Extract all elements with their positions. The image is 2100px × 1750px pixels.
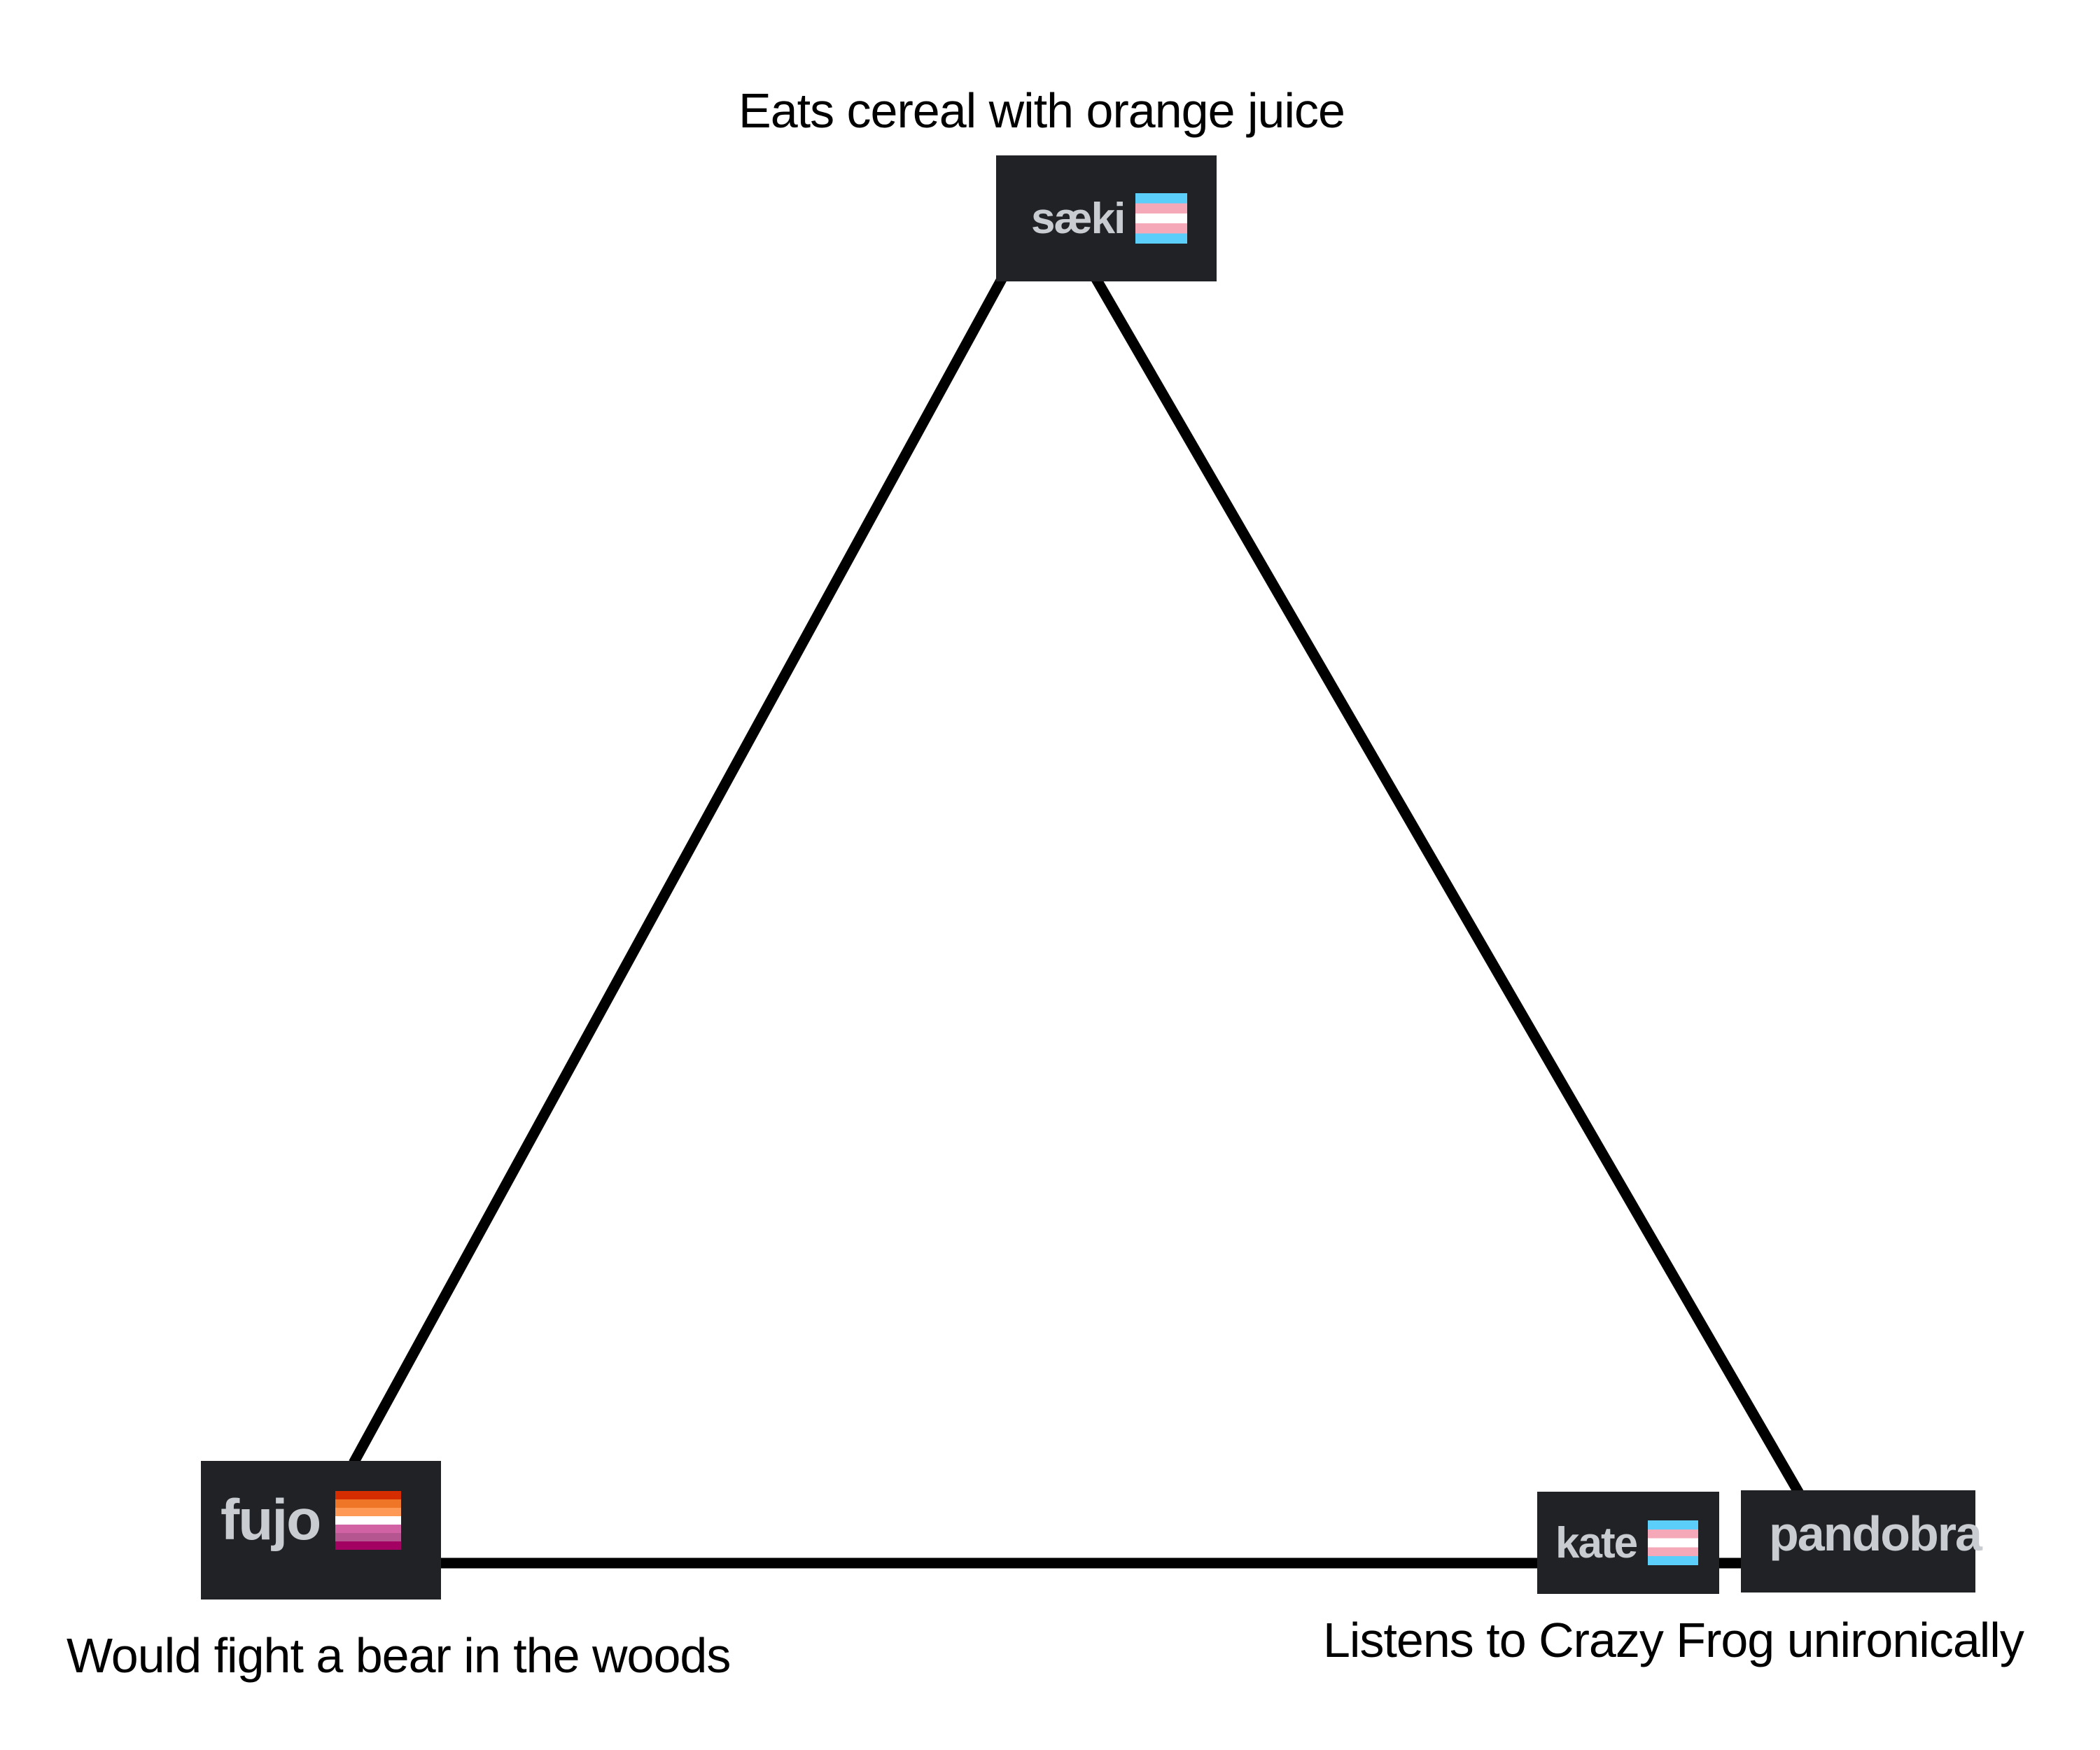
edge-saeki-fujo [349,275,1007,1466]
edge-saeki-pandobra [1091,275,1804,1496]
lesbian-flag-icon [335,1491,402,1550]
trans-flag-icon [1648,1520,1699,1565]
trans-flag-icon [1135,193,1188,244]
caption-bottom-right: Listens to Crazy Frog unironically [1323,1613,2024,1667]
user-tag-pandobra: pandobra [1741,1490,1982,1592]
caption-bottom-left: Would fight a bear in the woods [66,1628,731,1683]
username-pandobra: pandobra [1769,1506,1982,1561]
user-tag-kate: kate [1537,1492,1719,1594]
username-saeki: sæki [1031,194,1126,243]
username-kate: kate [1555,1518,1638,1567]
caption-top: Eats cereal with orange juice [738,83,1345,138]
username-fujo: fujo [220,1488,321,1552]
user-tag-fujo: fujo [201,1461,441,1600]
user-tag-saeki: sæki [996,155,1217,281]
